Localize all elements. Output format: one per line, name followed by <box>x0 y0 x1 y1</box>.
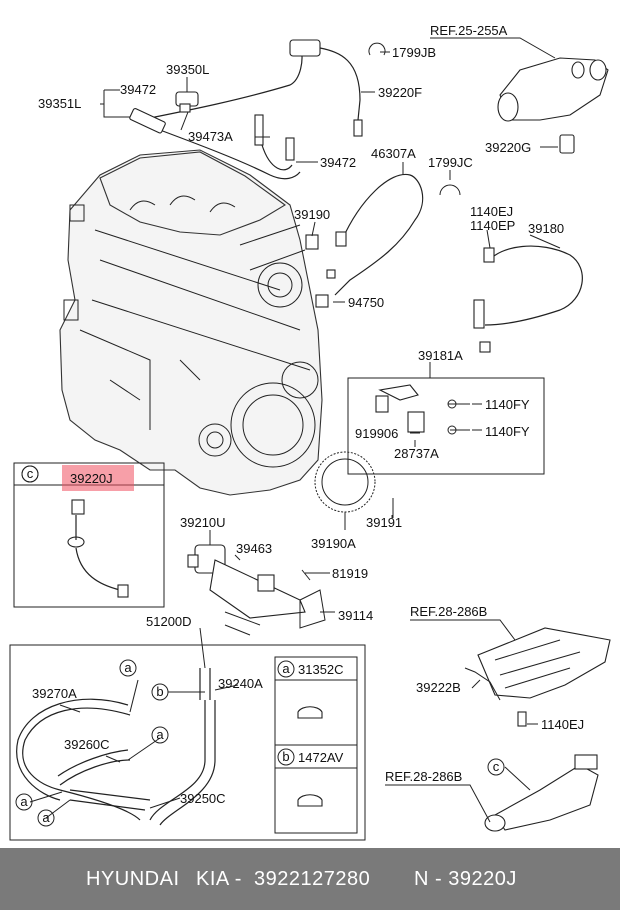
label-28737A: 28737A <box>394 446 439 461</box>
label-94750: 94750 <box>348 295 384 310</box>
label-39220G: 39220G <box>485 140 531 155</box>
ring-gear-39190a <box>314 451 376 513</box>
label-31352C: 31352C <box>298 662 344 677</box>
footer-brand-2: KIA - <box>196 868 242 890</box>
circle-a-legend: a <box>282 661 290 676</box>
label-1140FY-a: 1140FY <box>485 397 530 412</box>
parts-diagram: c c a b a a a a b 39350L 39472 39351L 39… <box>9 23 611 841</box>
label-39222B: 39222B <box>416 680 461 695</box>
vacuum-assembly-39210u <box>187 544 326 636</box>
label-39350L: 39350L <box>166 62 209 77</box>
thermostat-housing <box>497 57 609 154</box>
label-51200D: 51200D <box>146 614 192 629</box>
label-39181A: 39181A <box>418 348 463 363</box>
label-39472-a: 39472 <box>120 82 156 97</box>
bracket-group-39181a <box>347 377 545 475</box>
footer-part-code: N - 39220J <box>414 868 517 890</box>
circle-b-legend: b <box>282 749 289 764</box>
label-ref-25-255a: REF.25-255A <box>430 23 508 38</box>
label-39220F: 39220F <box>378 85 422 100</box>
label-39351L: 39351L <box>38 96 81 111</box>
label-39472-b: 39472 <box>320 155 356 170</box>
label-39240A: 39240A <box>218 676 263 691</box>
label-39190A: 39190A <box>311 536 356 551</box>
footer-brand: HYUNDAI <box>86 868 180 890</box>
sensor-39180 <box>473 245 583 353</box>
label-39180: 39180 <box>528 221 564 236</box>
circle-a-3: a <box>20 794 28 809</box>
circle-c-converter: c <box>493 759 500 774</box>
callout-circles: c c a b a a a a b <box>15 465 505 827</box>
circle-b-1: b <box>156 684 163 699</box>
footer-oem-number: 3922127280 <box>254 868 371 890</box>
catalytic-converter <box>484 754 599 832</box>
clip-1799jb <box>368 42 386 56</box>
oxygen-sensor-harness <box>129 39 363 180</box>
label-1799JB: 1799JB <box>392 45 436 60</box>
label-1140FY-b: 1140FY <box>485 424 530 439</box>
circle-a-4: a <box>42 810 50 825</box>
circle-c-inset: c <box>27 466 34 481</box>
part-labels: 39350L 39472 39351L 39473A 39472 1799JB … <box>32 23 584 806</box>
sensor-39190 <box>305 234 319 250</box>
label-39190: 39190 <box>294 207 330 222</box>
heat-shield <box>464 627 611 727</box>
label-39260C: 39260C <box>64 737 110 752</box>
label-39114: 39114 <box>338 608 373 623</box>
label-1472AV: 1472AV <box>298 750 344 765</box>
label-39270A: 39270A <box>32 686 77 701</box>
label-1140EP: 1140EP <box>470 218 515 233</box>
label-39210U: 39210U <box>180 515 226 530</box>
circle-a-2: a <box>156 727 164 742</box>
inset-c <box>13 462 165 608</box>
label-919906: 919906 <box>355 426 398 441</box>
circle-a-1: a <box>124 660 132 675</box>
label-39463: 39463 <box>236 541 272 556</box>
label-39191: 39191 <box>366 515 402 530</box>
footer-bar: HYUNDAI KIA - 3922127280 N - 39220J <box>0 848 620 910</box>
label-1799JC: 1799JC <box>428 155 473 170</box>
leader-lines <box>29 37 561 823</box>
label-39220J: 39220J <box>70 471 113 486</box>
label-81919: 81919 <box>332 566 368 581</box>
label-39250C: 39250C <box>180 791 226 806</box>
label-1140EJ-top: 1140EJ <box>470 204 513 219</box>
label-ref-28-286b-a: REF.28-286B <box>410 604 487 619</box>
clip-1799jc <box>439 184 461 196</box>
label-1140EJ-bottom: 1140EJ <box>541 717 584 732</box>
label-39473A: 39473A <box>188 129 233 144</box>
engine-block <box>59 149 323 496</box>
hose-box-51200d <box>9 644 366 841</box>
wiring-46307a <box>315 173 424 308</box>
label-ref-28-286b-b: REF.28-286B <box>385 769 462 784</box>
label-46307A: 46307A <box>371 146 416 161</box>
highlight-39220j <box>62 465 134 491</box>
